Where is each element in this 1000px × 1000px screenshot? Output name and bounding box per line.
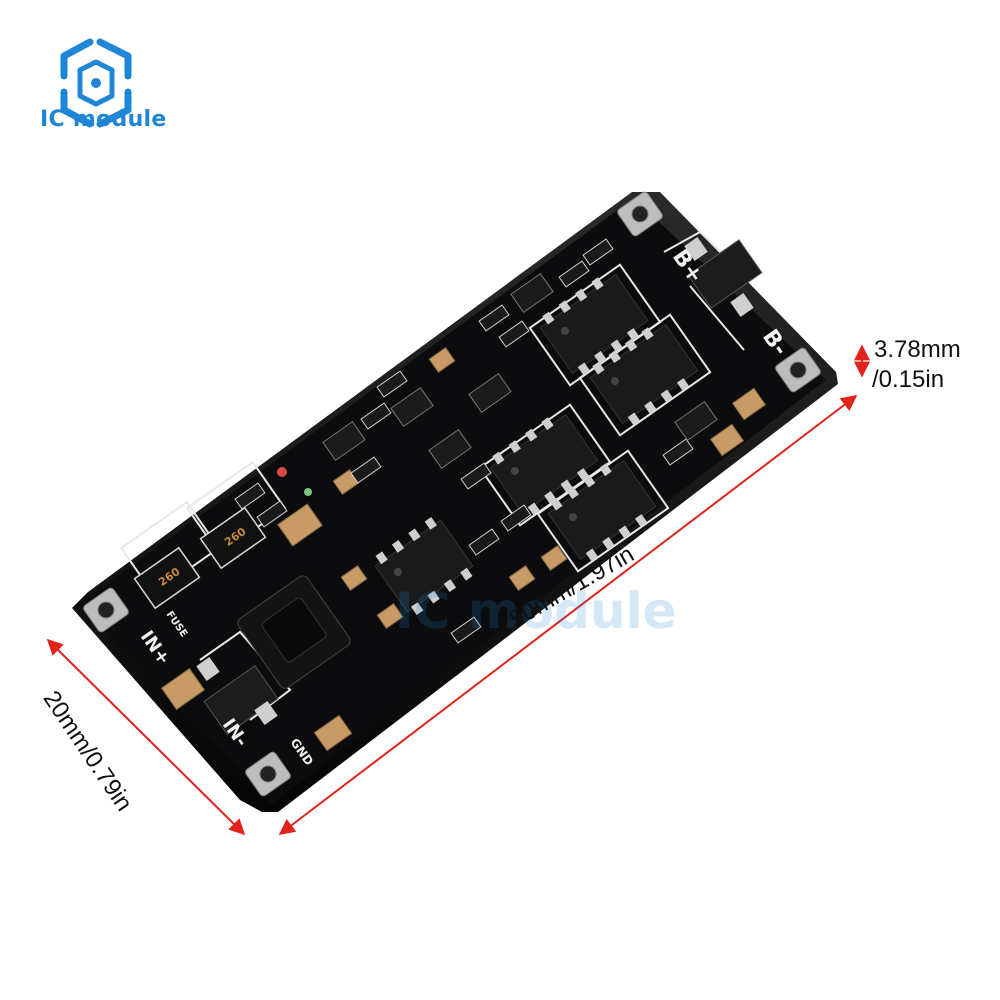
watermark: IC module [395,582,677,640]
thickness-label-in: /0.15in [872,366,945,393]
width-arrow [46,638,246,836]
ic-chip-1 [539,273,649,375]
length-arrow [278,395,858,835]
diode-b [684,237,763,317]
pcb-board: 260 260 [72,191,838,812]
brand-logo-icon [60,38,132,128]
mounting-hole-top [617,191,663,237]
mounting-hole-left [83,587,129,633]
mounting-hole-right [775,347,821,393]
thickness-label-mm: 3.78mm [874,336,961,363]
brand-name: IC module [40,107,167,132]
